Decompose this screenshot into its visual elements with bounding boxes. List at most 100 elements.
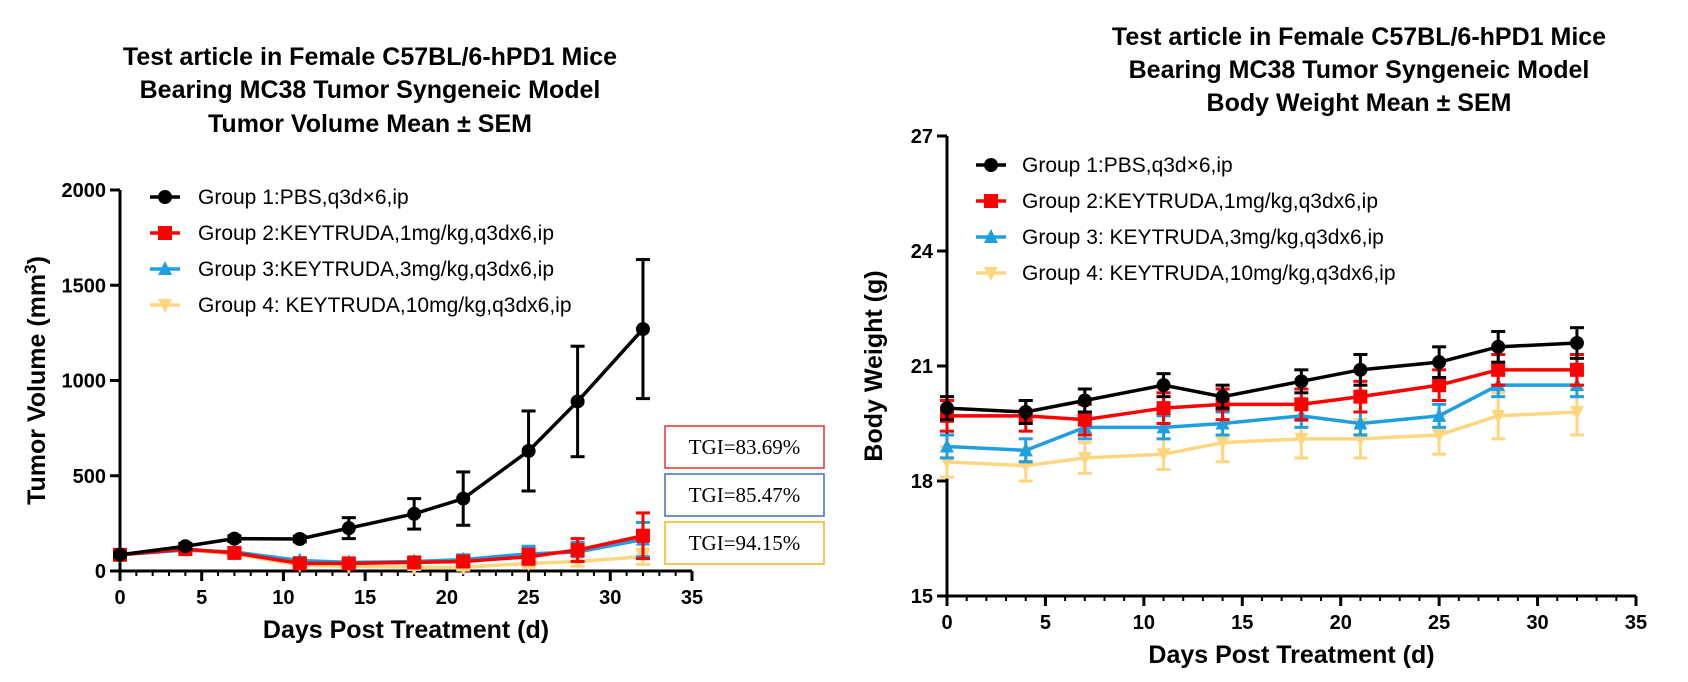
legend-swatch-marker	[984, 158, 998, 172]
data-point	[341, 521, 356, 536]
x-tick-label: 5	[1040, 612, 1051, 634]
legend-item: Group 1:PBS,q3d×6,ip	[976, 154, 1233, 177]
x-tick-label: 10	[272, 587, 294, 609]
data-point	[1077, 393, 1092, 408]
legend-swatch-marker	[158, 261, 172, 275]
data-point	[1569, 406, 1584, 420]
x-tick-label: 30	[1526, 612, 1548, 634]
y-tick-label: 18	[911, 471, 933, 493]
legend-item: Group 2:KEYTRUDA,1mg/kg,q3dx6,ip	[976, 190, 1378, 213]
data-point	[407, 506, 422, 521]
tgi-annotation: TGI=94.15%	[664, 521, 825, 565]
series-line	[119, 327, 645, 557]
chart-title-line: Tumor Volume Mean ± SEM	[208, 110, 532, 138]
data-point	[341, 556, 356, 571]
legend-swatch-marker	[158, 190, 172, 204]
data-point	[1018, 405, 1033, 419]
series-line	[119, 534, 644, 566]
data-point	[1569, 336, 1584, 350]
data-point	[940, 438, 954, 453]
chart-title-line: Bearing MC38 Tumor Syngeneic Model	[1129, 56, 1590, 84]
x-axis-title: Days Post Treatment (d)	[1148, 641, 1434, 669]
y-tick-label: 2000	[62, 180, 107, 202]
data-point	[407, 555, 422, 570]
y-tick-label: 24	[911, 241, 934, 263]
legend-swatch-marker	[984, 267, 998, 281]
y-tick-label: 27	[911, 126, 933, 148]
x-tick-label: 0	[941, 612, 952, 634]
data-point	[227, 545, 242, 560]
x-tick-label: 20	[436, 587, 458, 609]
data-point	[570, 543, 585, 558]
data-point	[635, 322, 650, 337]
series-line	[946, 341, 1578, 414]
x-tick-label: 15	[354, 587, 376, 609]
data-point	[1018, 442, 1033, 457]
legend-label: Group 2:KEYTRUDA,1mg/kg,q3dx6,ip	[1022, 190, 1378, 213]
data-point	[1432, 355, 1447, 370]
y-axis-title: Tumor Volume (mm3)	[21, 256, 52, 505]
data-point	[1077, 412, 1092, 427]
data-point	[570, 394, 585, 409]
data-point	[1215, 436, 1230, 451]
data-point	[1294, 432, 1309, 447]
series-1	[940, 326, 1584, 425]
data-point	[113, 547, 127, 562]
data-point	[1491, 409, 1506, 424]
series-2	[940, 353, 1584, 437]
data-point	[1353, 362, 1368, 377]
y-tick-label: 21	[911, 356, 933, 378]
legend-swatch-marker	[158, 299, 172, 313]
legend-label: Group 1:PBS,q3d×6,ip	[198, 186, 409, 209]
x-tick-label: 25	[517, 587, 539, 609]
data-point	[1432, 429, 1447, 443]
series-line	[947, 368, 1577, 422]
data-point	[1569, 362, 1584, 377]
chart-title-line: Body Weight Mean ± SEM	[1207, 89, 1512, 117]
series-line	[946, 383, 1577, 453]
x-tick-label: 20	[1330, 612, 1352, 634]
tgi-box	[664, 425, 825, 469]
tgi-label: TGI=83.69%	[689, 435, 801, 459]
legend-label: Group 4: KEYTRUDA,10mg/kg,q3dx6,ip	[198, 294, 572, 317]
x-axis-title: Days Post Treatment (d)	[263, 616, 549, 644]
tgi-label: TGI=94.15%	[689, 531, 801, 555]
legend-label: Group 1:PBS,q3d×6,ip	[1022, 154, 1233, 177]
tgi-box	[664, 473, 825, 517]
data-point	[940, 401, 954, 416]
data-point	[178, 539, 193, 554]
x-tick-label: 35	[1625, 612, 1647, 634]
legend-item: Group 2:KEYTRUDA,1mg/kg,q3dx6,ip	[150, 222, 554, 245]
data-point	[1353, 389, 1368, 404]
data-point	[1156, 378, 1171, 393]
data-point	[635, 528, 650, 543]
x-tick-label: 5	[196, 587, 207, 609]
data-point	[227, 531, 242, 546]
legend-swatch-marker	[158, 226, 172, 240]
y-axis-title: Body Weight (g)	[860, 270, 888, 461]
tumor-volume-chart: Test article in Female C57BL/6-hPD1 Mice…	[21, 43, 825, 644]
legend-item: Group 3: KEYTRUDA,3mg/kg,q3dx6,ip	[976, 226, 1384, 249]
series-1	[113, 258, 650, 562]
y-axis-title-text: Tumor Volume (mm	[23, 274, 51, 505]
series-line	[946, 410, 1578, 468]
data-point	[1432, 378, 1447, 393]
chart-title-line: Test article in Female C57BL/6-hPD1 Mice	[123, 43, 617, 71]
legend-item: Group 1:PBS,q3d×6,ip	[150, 186, 409, 209]
y-axis-title-sup: 3	[21, 264, 40, 273]
tgi-label: TGI=85.47%	[689, 483, 801, 507]
y-tick-label: 500	[73, 466, 106, 488]
data-point	[1294, 374, 1309, 389]
data-point	[1353, 415, 1368, 430]
data-point	[456, 491, 471, 506]
y-axis-title-text: Body Weight (g)	[860, 270, 888, 461]
tgi-annotation: TGI=85.47%	[664, 473, 825, 517]
tgi-annotation: TGI=83.69%	[664, 425, 825, 469]
y-tick-label: 1500	[62, 275, 107, 297]
data-point	[521, 549, 536, 564]
data-point	[1156, 419, 1171, 434]
legend-label: Group 3:KEYTRUDA,3mg/kg,q3dx6,ip	[198, 258, 554, 281]
legend-item: Group 3:KEYTRUDA,3mg/kg,q3dx6,ip	[150, 258, 554, 281]
x-tick-label: 15	[1231, 612, 1253, 634]
